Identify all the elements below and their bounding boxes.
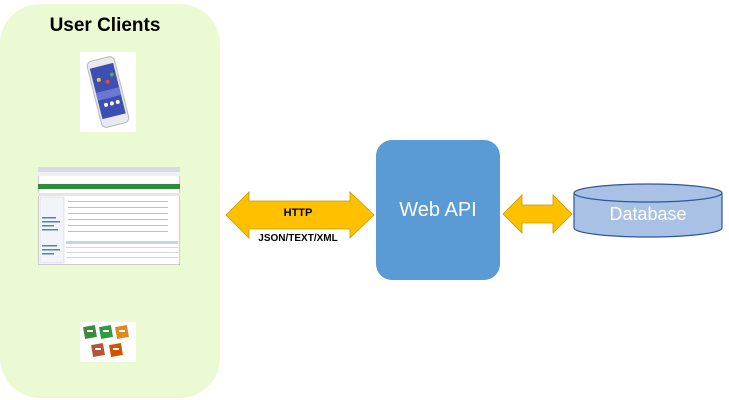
office-apps-icon	[80, 322, 136, 362]
web-api-label: Web API	[399, 198, 477, 221]
db-double-arrow	[502, 194, 573, 234]
http-label: HTTP	[283, 207, 313, 219]
user-clients-panel: User Clients	[0, 4, 220, 398]
smartphone-icon	[80, 52, 136, 132]
data-format-label: JSON/TEXT/XML	[258, 233, 338, 244]
web-api-box: Web API	[376, 140, 500, 280]
web-browser-icon	[38, 167, 180, 265]
database-cylinder	[573, 183, 723, 238]
database-label: Database	[609, 204, 687, 224]
http-double-arrow	[225, 191, 375, 239]
clients-title: User Clients	[49, 15, 161, 36]
